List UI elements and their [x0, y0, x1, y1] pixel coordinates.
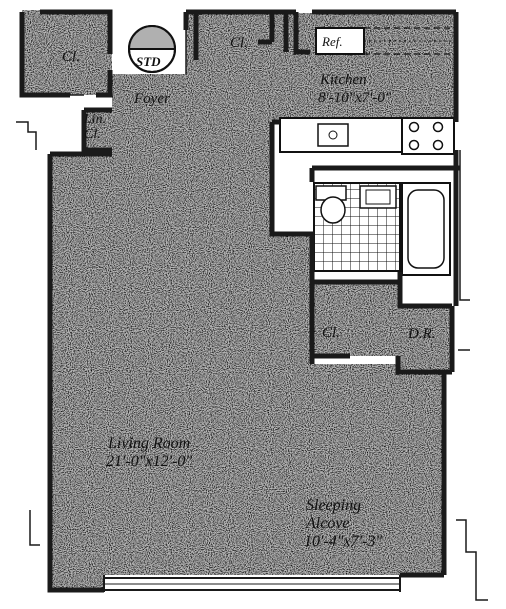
label-kitchen: Kitchen	[319, 72, 367, 88]
label-closet-bath: Cl.	[322, 325, 340, 341]
bathtub-fixture	[401, 182, 451, 276]
label-std: STD	[136, 54, 161, 69]
std-water-heater	[128, 25, 176, 73]
window	[103, 575, 401, 592]
upper-cabinets	[364, 27, 452, 55]
label-dressing-room: D.R.	[407, 326, 436, 342]
toilet-fixture	[315, 185, 347, 224]
sink-fixture	[359, 185, 397, 209]
kitchen-counter	[279, 117, 403, 153]
label-living-dims: 21'-0"x12'-0"	[106, 453, 192, 470]
label-sleeping-dims: 10'-4"x7'-3"	[304, 533, 382, 550]
bathroom	[313, 182, 451, 276]
label-living-room: Living Room	[107, 435, 190, 452]
label-sleeping-2: Alcove	[305, 515, 350, 532]
floor-area	[22, 10, 455, 590]
label-linen-1: Lin.	[83, 112, 106, 127]
stove-fixture	[401, 117, 455, 155]
doors	[70, 30, 187, 96]
exterior-edges	[16, 121, 488, 601]
label-foyer: Foyer	[133, 91, 170, 107]
label-kitchen-dims: 8'-10"x7'-0"	[318, 90, 392, 106]
label-sleeping-1: Sleeping	[306, 497, 361, 514]
label-ref: Ref.	[321, 34, 343, 49]
label-linen-2: Cl.	[84, 127, 101, 142]
room-labels: Cl. STD Cl. Ref. Kitchen 8'-10"x7'-0" Fo…	[62, 34, 436, 550]
label-closet-top: Cl.	[230, 35, 248, 51]
label-closet-left: Cl.	[62, 49, 80, 65]
